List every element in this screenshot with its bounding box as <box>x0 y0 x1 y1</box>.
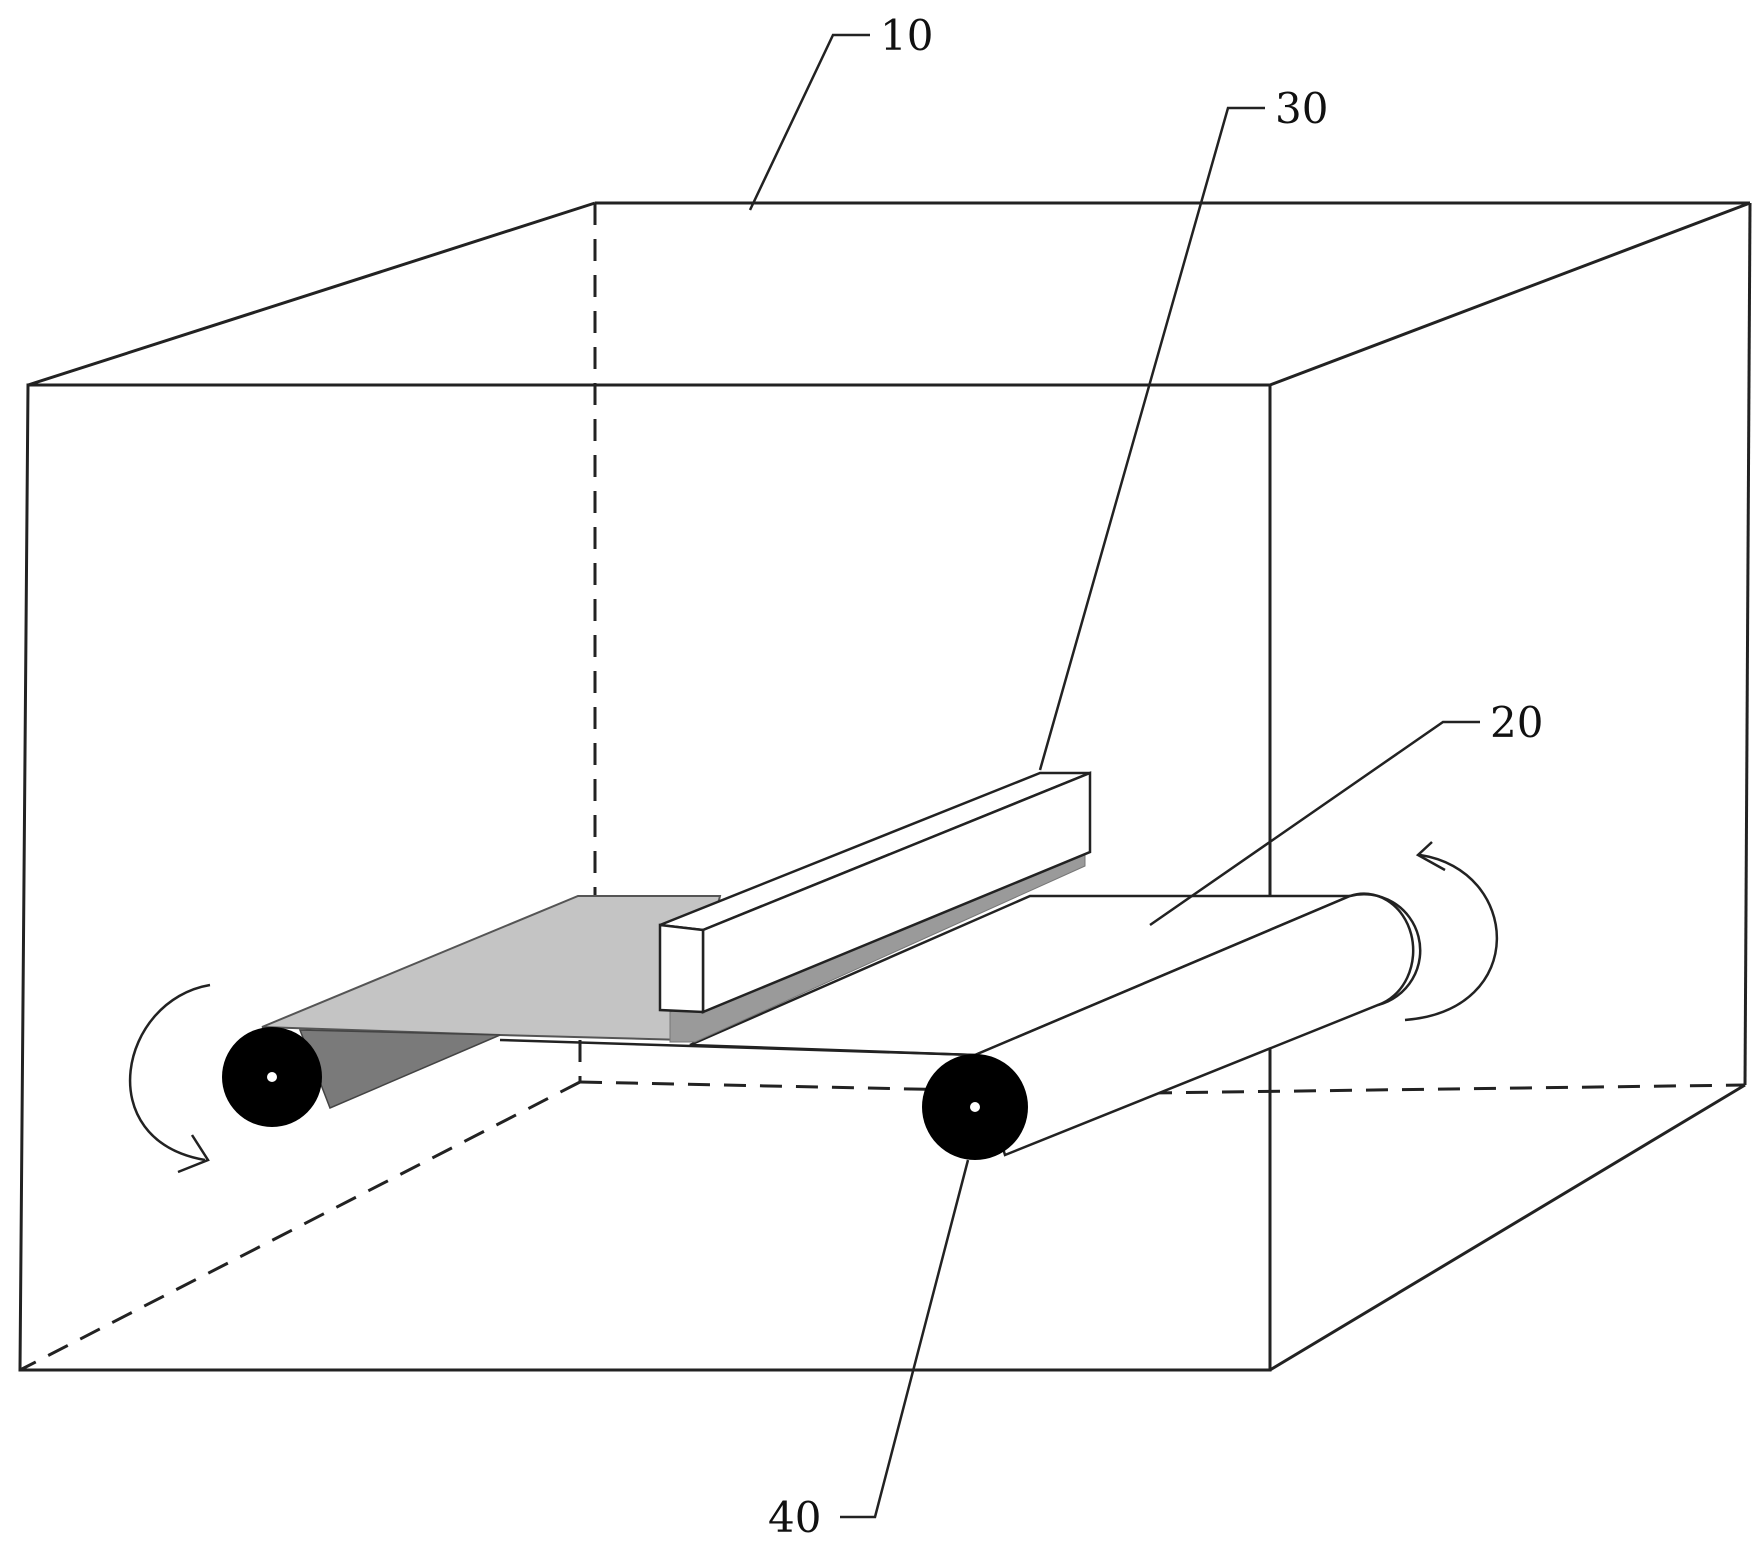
label-blade: 30 <box>1275 84 1328 133</box>
roller-right-axle <box>970 1102 980 1112</box>
leader-lines <box>748 33 1480 1519</box>
right-roller-end-cap <box>1349 892 1415 1007</box>
rotation-arrow-left-curve <box>128 983 211 1162</box>
conveyor-belt <box>261 894 1351 1109</box>
housing-hidden-edges <box>19 203 1746 1372</box>
hidden-floor-edge-right-far <box>1149 1083 1746 1095</box>
right-roller-body <box>973 892 1422 1157</box>
label-roller: 40 <box>768 1493 821 1542</box>
rotation-arrow-right-head <box>1415 841 1446 872</box>
label-housing: 10 <box>880 11 933 60</box>
leader-line-20 <box>1149 720 1480 927</box>
rotation-arrow-left-head <box>177 1134 210 1174</box>
hidden-floor-edge-left <box>19 1080 581 1372</box>
leader-line-30 <box>1038 106 1265 771</box>
belt-lower-edge <box>499 1038 976 1057</box>
housing-right-back-edge <box>1743 202 1752 1086</box>
housing-top-edge-left <box>27 201 596 387</box>
blade-end-face <box>658 923 705 1014</box>
rotation-arrow-right-curve <box>1404 853 1499 1022</box>
housing-box <box>18 201 1752 1372</box>
curved-arrow-icon <box>1404 841 1499 1022</box>
housing-front-face <box>18 383 1272 1372</box>
leader-line-10 <box>748 33 870 211</box>
scraper-blade <box>658 771 1092 1043</box>
roller-left-axle <box>267 1072 277 1082</box>
housing-top-edge-right <box>1269 201 1751 387</box>
roller-right <box>922 1054 1028 1160</box>
hidden-floor-edge-right <box>579 1080 961 1092</box>
belt-underside-shadow <box>298 1029 501 1109</box>
housing-right-bottom-edge <box>1269 1083 1746 1372</box>
leader-line-40 <box>840 1159 970 1519</box>
label-belt: 20 <box>1490 698 1543 747</box>
curved-arrow-icon <box>128 983 211 1174</box>
belt-top-surface <box>261 895 722 1042</box>
roller-left <box>222 1027 322 1127</box>
